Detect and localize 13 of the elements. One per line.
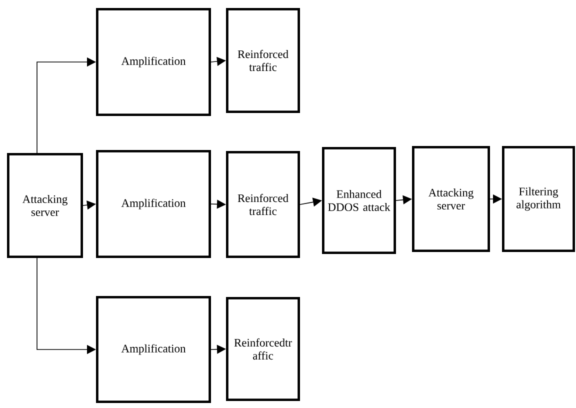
process-box: Reinforced traffic xyxy=(226,8,300,113)
process-box: Enhanced DDOS attack xyxy=(322,147,396,254)
arrow xyxy=(210,344,226,354)
process-box: Reinforcedtr affic xyxy=(226,297,300,401)
process-box: Amplification xyxy=(96,296,211,403)
process-box: Reinforced traffic xyxy=(226,151,300,258)
arrow xyxy=(210,56,226,66)
process-box: Attacking server xyxy=(412,146,490,252)
process-box: Amplification xyxy=(96,150,211,258)
process-box: Attacking server xyxy=(7,153,83,258)
arrow xyxy=(210,200,226,209)
process-box: Filtering algorithm xyxy=(502,146,575,252)
process-box: Amplification xyxy=(96,8,211,116)
